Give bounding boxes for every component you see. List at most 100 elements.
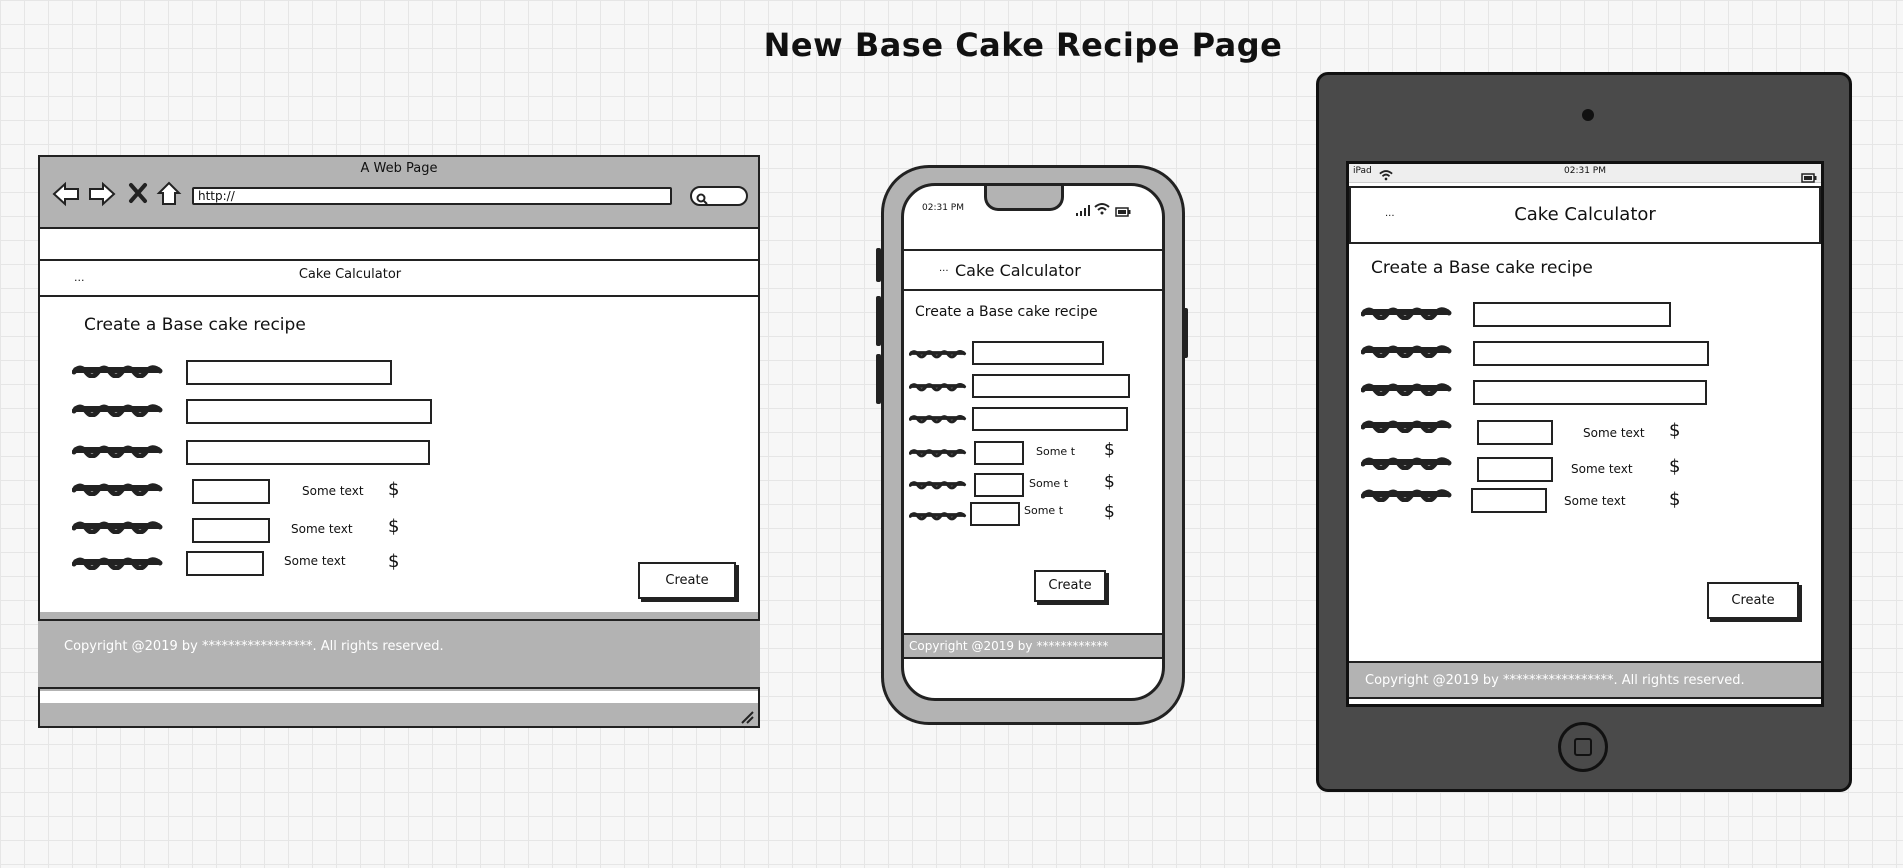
input-field-2[interactable]	[186, 399, 432, 424]
url-bar[interactable]: http://	[192, 187, 672, 205]
input-field-4[interactable]	[1477, 420, 1553, 445]
phone-side-button	[876, 248, 881, 282]
phone-screen: 02:31 PM ... Cake Calculator Create a Ba…	[901, 183, 1165, 701]
input-field-3[interactable]	[186, 440, 430, 465]
row-text-2: Some t	[1029, 477, 1069, 490]
forward-icon[interactable]	[88, 181, 116, 207]
phone-side-button	[876, 354, 881, 404]
back-icon[interactable]	[52, 181, 80, 207]
input-field-3[interactable]	[1473, 380, 1707, 405]
wifi-icon	[1379, 166, 1393, 181]
field-label-6	[1361, 486, 1453, 502]
camera-icon	[1582, 109, 1594, 121]
status-bar: iPad 02:31 PM	[1349, 164, 1821, 183]
input-field-3[interactable]	[972, 407, 1128, 431]
home-square-icon	[1574, 738, 1592, 756]
row-text-2: Some text	[1571, 462, 1633, 476]
input-field-6[interactable]	[1471, 488, 1547, 513]
page-title: New Base Cake Recipe Page	[763, 26, 1283, 64]
browser-content: ... Cake Calculator Create a Base cake r…	[38, 227, 760, 612]
input-field-1[interactable]	[972, 341, 1104, 365]
row-text-3: Some text	[284, 554, 346, 568]
field-label-2	[1361, 342, 1453, 358]
create-button[interactable]: Create	[1707, 582, 1799, 619]
field-label-1	[72, 362, 164, 378]
field-label-2	[72, 401, 164, 417]
field-label-1	[1361, 304, 1453, 320]
footer-spacer	[40, 691, 758, 703]
tablet-screen: iPad 02:31 PM ... Cake Calculator Create…	[1346, 161, 1824, 707]
browser-search-box[interactable]	[690, 186, 748, 206]
menu-dots[interactable]: ...	[939, 263, 949, 274]
home-button[interactable]	[1558, 722, 1608, 772]
input-field-5[interactable]	[1477, 457, 1553, 482]
form-heading: Create a Base cake recipe	[84, 315, 306, 335]
resize-handle-icon[interactable]	[740, 709, 754, 724]
dollar-icon: $	[1669, 456, 1681, 477]
input-field-4[interactable]	[974, 441, 1024, 465]
app-header: ... Cake Calculator	[1349, 186, 1821, 244]
form-heading: Create a Base cake recipe	[1371, 258, 1593, 278]
browser-window-title: A Web Page	[360, 161, 438, 176]
footer: Copyright @2019 by *****************. Al…	[1349, 661, 1821, 699]
battery-icon	[1801, 168, 1817, 183]
field-label-4	[909, 444, 967, 460]
footer: Copyright @2019 by *****************. Al…	[38, 619, 760, 689]
row-text-1: Some text	[302, 484, 364, 498]
home-icon[interactable]	[156, 180, 182, 206]
input-field-5[interactable]	[192, 518, 270, 543]
tablet-device: iPad 02:31 PM ... Cake Calculator Create…	[1316, 72, 1852, 792]
field-label-1	[909, 345, 967, 361]
close-icon[interactable]	[128, 182, 148, 204]
app-header-title: Cake Calculator	[298, 267, 402, 282]
search-icon	[696, 190, 708, 205]
form-heading: Create a Base cake recipe	[915, 304, 1098, 320]
menu-dots[interactable]: ...	[1385, 208, 1395, 219]
dollar-icon: $	[1669, 489, 1681, 510]
input-field-2[interactable]	[972, 374, 1130, 398]
create-button[interactable]: Create	[1034, 570, 1106, 602]
input-field-2[interactable]	[1473, 341, 1709, 366]
input-field-6[interactable]	[186, 551, 264, 576]
phone-side-button	[876, 296, 881, 346]
dollar-icon: $	[1669, 420, 1681, 441]
field-label-5	[72, 518, 164, 534]
row-text-3: Some t	[1024, 504, 1064, 517]
dollar-icon: $	[388, 551, 400, 572]
field-label-4	[72, 480, 164, 496]
field-label-3	[72, 442, 164, 458]
phone-notch	[984, 186, 1064, 211]
row-text-1: Some t	[1036, 445, 1076, 458]
input-field-1[interactable]	[186, 360, 392, 385]
app-header: ... Cake Calculator	[38, 259, 760, 297]
url-text: http://	[198, 189, 235, 203]
input-field-6[interactable]	[970, 502, 1020, 526]
app-header: ... Cake Calculator	[904, 249, 1162, 291]
dollar-icon: $	[1104, 502, 1115, 522]
field-label-2	[909, 378, 967, 394]
status-carrier: iPad	[1353, 166, 1372, 176]
field-label-5	[1361, 454, 1453, 470]
input-field-1[interactable]	[1473, 302, 1671, 327]
copyright-text: Copyright @2019 by *****************. Al…	[64, 639, 444, 654]
field-label-3	[909, 410, 967, 426]
phone-device: 02:31 PM ... Cake Calculator Create a Ba…	[876, 165, 1188, 725]
app-header-title: Cake Calculator	[955, 261, 1081, 280]
menu-dots[interactable]: ...	[74, 271, 85, 284]
input-field-4[interactable]	[192, 479, 270, 504]
wifi-icon	[1094, 200, 1110, 215]
field-label-6	[909, 507, 967, 523]
row-text-1: Some text	[1583, 426, 1645, 440]
input-field-5[interactable]	[974, 473, 1024, 497]
field-label-4	[1361, 417, 1453, 433]
copyright-text: Copyright @2019 by ************	[909, 639, 1109, 653]
field-label-6	[72, 554, 164, 570]
signal-icon	[1075, 202, 1091, 216]
dollar-icon: $	[1104, 440, 1115, 460]
dollar-icon: $	[388, 516, 400, 537]
create-button[interactable]: Create	[638, 562, 736, 599]
dollar-icon: $	[1104, 472, 1115, 492]
copyright-text: Copyright @2019 by *****************. Al…	[1365, 673, 1745, 688]
footer: Copyright @2019 by ************	[904, 633, 1162, 659]
app-header-title: Cake Calculator	[1514, 204, 1656, 225]
